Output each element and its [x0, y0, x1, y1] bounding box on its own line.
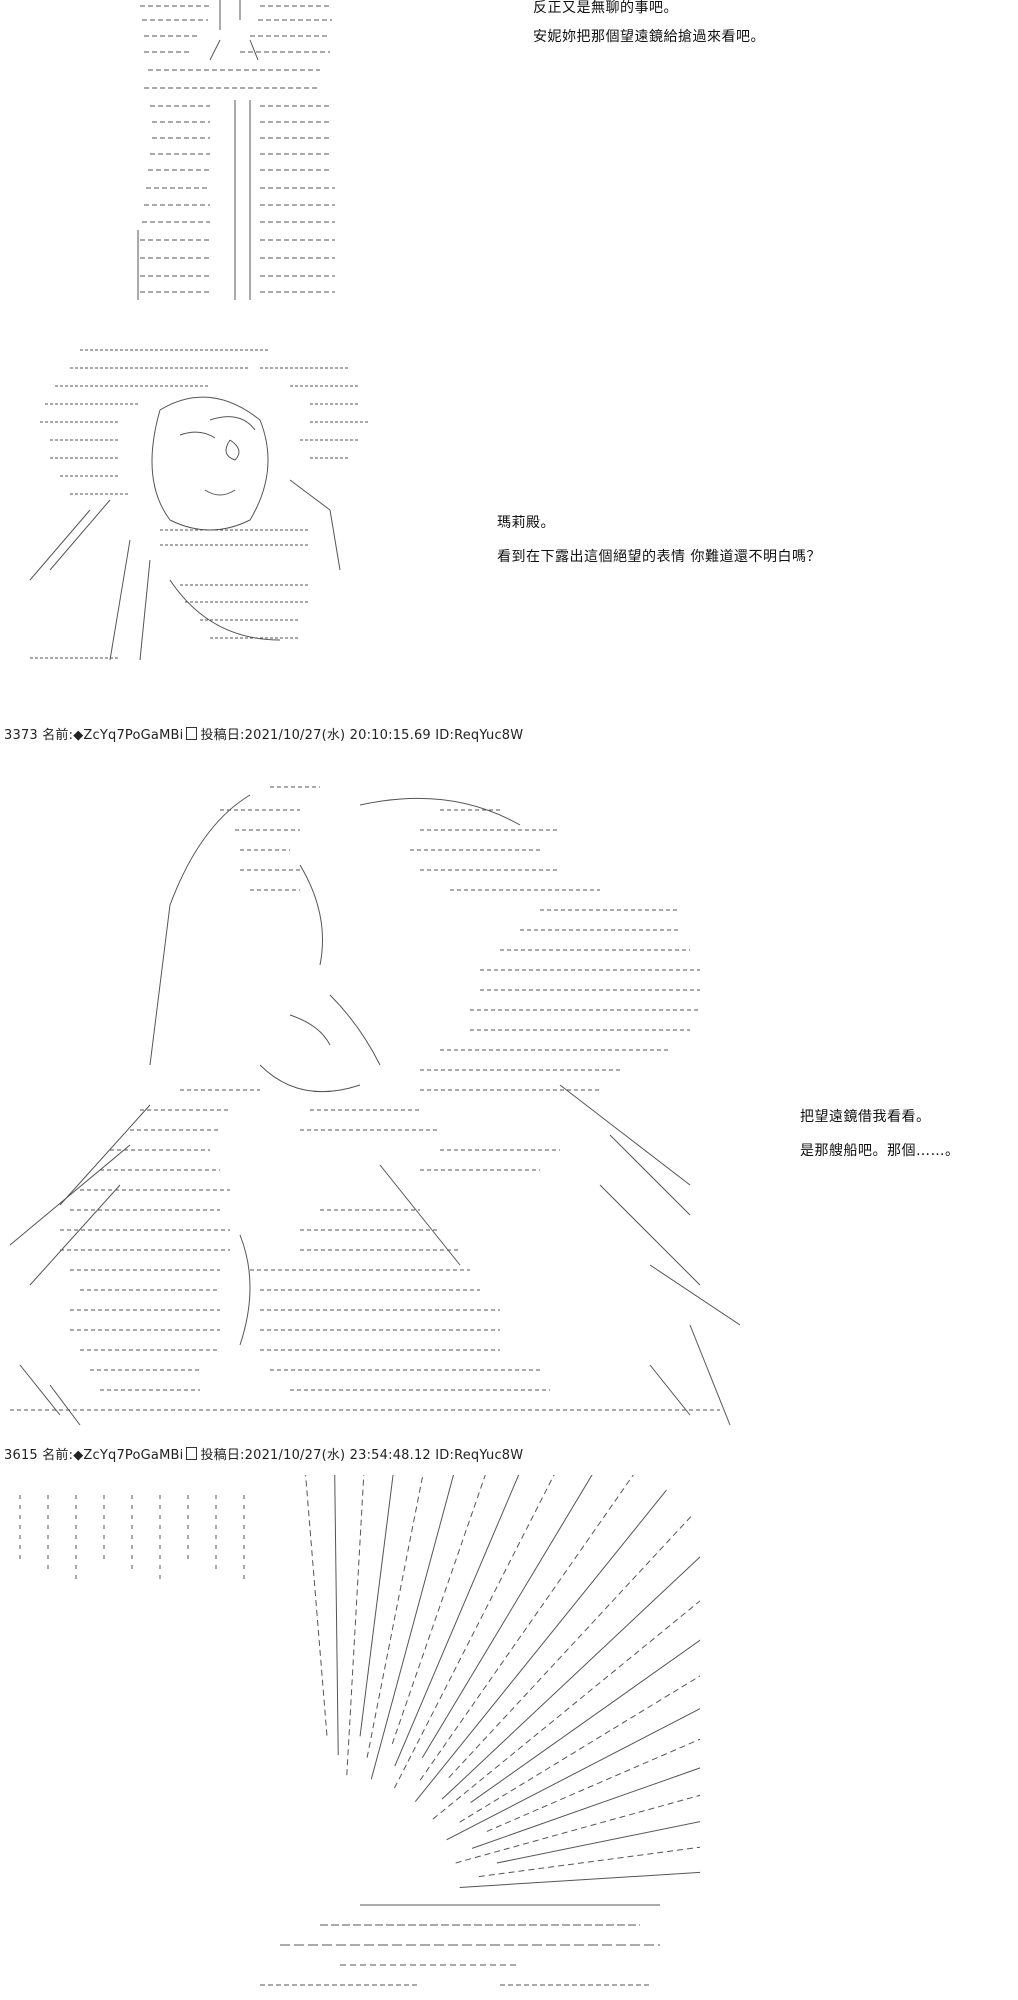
post-id: ID:ReqYuc8W — [435, 1448, 524, 1463]
missing-glyph-icon — [186, 727, 198, 740]
post-trip: ◆ZcYq7PoGaMBi — [73, 1448, 184, 1463]
girl-with-telescope-ascii-art — [0, 765, 740, 1435]
panel-radiating-lines — [0, 1475, 1018, 1995]
streak-line — [459, 1871, 700, 1888]
dialog-line: 看到在下露出這個絕望的表情 你難道還不明白嗎？ — [497, 549, 821, 565]
post-header: 3615 名前:◆ZcYq7PoGaMBi 投稿日:2021/10/27(水) 2… — [4, 1444, 523, 1463]
post-header: 3373 名前:◆ZcYq7PoGaMBi 投稿日:2021/10/27(水) 2… — [4, 724, 523, 743]
post-datetime: 2021/10/27(水) 20:10:15.69 — [244, 728, 431, 743]
panel-telescope-girl: 把望遠鏡借我看看。 是那艘船吧。那個……。 — [0, 765, 1018, 1435]
dialog-panel2: 瑪莉殿。 看到在下露出這個絕望的表情 你難道還不明白嗎？ — [497, 506, 821, 574]
streak-line — [421, 1475, 593, 1759]
radiating-lines-ascii-art — [0, 1475, 700, 1995]
post-name-label: 名前: — [42, 1448, 74, 1463]
streak-line — [391, 1475, 486, 1744]
streak-line — [486, 1738, 700, 1832]
missing-glyph-icon — [186, 1447, 198, 1460]
streak-line — [496, 1821, 700, 1864]
streak-line — [334, 1475, 339, 1756]
streak-line — [471, 1767, 700, 1849]
panel-telescope: 反正又是無聊的事吧。 安妮妳把那個望遠鏡給搶過來看吧。 — [0, 0, 1018, 310]
streak-line — [432, 1600, 700, 1820]
post-date-label: 投稿日: — [200, 728, 245, 743]
streak-line — [394, 1475, 520, 1767]
dialog-line: 安妮妳把那個望遠鏡給搶過來看吧。 — [533, 29, 765, 45]
streak-line — [370, 1475, 454, 1780]
dialog-panel3: 把望遠鏡借我看看。 是那艘船吧。那個……。 — [800, 1100, 960, 1168]
streak-line — [394, 1475, 555, 1789]
dialog-line: 是那艘船吧。那個……。 — [800, 1143, 960, 1159]
streak-line — [455, 1794, 700, 1864]
streak-line — [414, 1489, 667, 1802]
dialog-panel1: 反正又是無聊的事吧。 安妮妳把那個望遠鏡給搶過來看吧。 — [533, 0, 765, 52]
post-name-label: 名前: — [42, 728, 74, 743]
streak-line — [441, 1556, 700, 1800]
post-number: 3373 — [4, 728, 38, 743]
streak-line — [459, 1675, 700, 1823]
post-id: ID:ReqYuc8W — [435, 728, 524, 743]
streak-line — [470, 1639, 700, 1803]
post-date-label: 投稿日: — [200, 1448, 245, 1463]
streak-line — [366, 1475, 424, 1758]
dialog-line: 反正又是無聊的事吧。 — [533, 0, 678, 16]
despair-character-ascii-art — [10, 340, 430, 670]
post-trip: ◆ZcYq7PoGaMBi — [73, 728, 184, 743]
dialog-line: 瑪莉殿。 — [497, 515, 555, 531]
streak-line — [446, 1708, 700, 1841]
panel-despair: 瑪莉殿。 看到在下露出這個絕望的表情 你難道還不明白嗎？ — [0, 340, 1018, 680]
streak-line — [305, 1475, 328, 1736]
streak-line — [359, 1475, 394, 1737]
dialog-line: 把望遠鏡借我看看。 — [800, 1109, 931, 1125]
streak-line — [346, 1475, 365, 1776]
streak-line — [419, 1475, 634, 1781]
telescope-ascii-art — [130, 0, 390, 305]
post-datetime: 2021/10/27(水) 23:54:48.12 — [244, 1448, 431, 1463]
streak-line — [478, 1846, 700, 1878]
post-number: 3615 — [4, 1448, 38, 1463]
